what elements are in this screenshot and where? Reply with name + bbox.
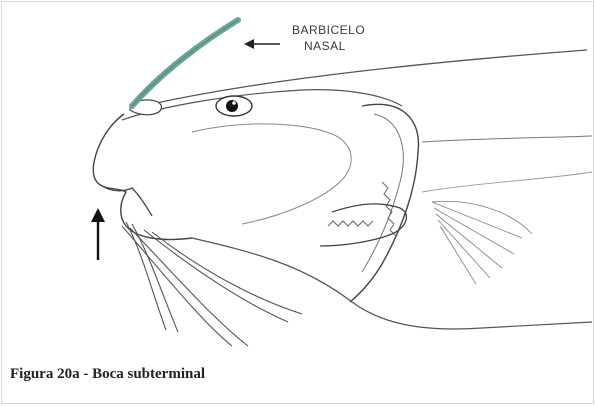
snout-outline <box>93 114 192 240</box>
head-outline <box>122 90 402 120</box>
pectoral-fin-rays <box>432 201 532 284</box>
annotation-label-line1: BARBICELO <box>292 23 365 37</box>
cheek-contour <box>192 124 351 224</box>
mouth-opening <box>102 186 152 216</box>
gill-cover-inner <box>362 114 403 272</box>
annotation-arrow <box>244 39 280 49</box>
gill-cover <box>350 104 419 302</box>
eye-pupil <box>226 100 238 112</box>
nasal-barbel <box>132 20 238 106</box>
mouth-pointer-arrow <box>91 208 105 260</box>
pectoral-serration <box>328 221 373 226</box>
eye-highlight <box>232 101 236 105</box>
body-contour <box>422 172 592 192</box>
figure-caption: Figura 20a - Boca subterminal <box>10 366 205 383</box>
dorsal-outline <box>152 50 587 104</box>
catfish-drawing: BARBICELO NASAL <box>2 2 593 348</box>
catfish-head-illustration: BARBICELO NASAL <box>2 2 593 348</box>
mandibular-barbels <box>122 222 302 346</box>
gill-serration <box>382 182 396 236</box>
annotation-label-line2: NASAL <box>304 39 346 53</box>
lateral-line <box>422 136 592 142</box>
belly-outline <box>192 238 592 329</box>
